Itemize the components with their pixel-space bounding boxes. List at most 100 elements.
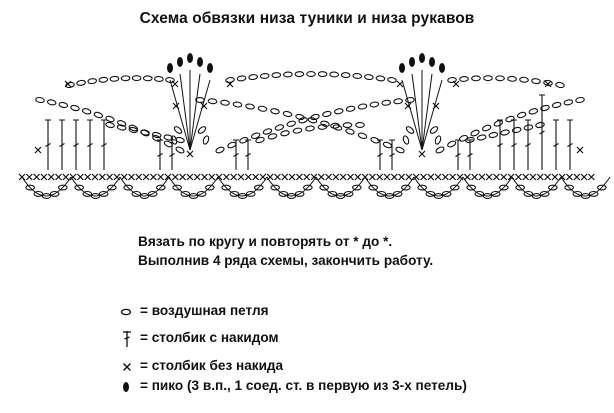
picot [409, 57, 415, 67]
single-crochet [295, 173, 303, 181]
chain-stitch [387, 76, 397, 84]
chain-stitch [25, 184, 36, 191]
chain-stitch [441, 190, 452, 197]
chain-stitch [471, 75, 481, 82]
chain-stitch [515, 184, 526, 191]
chain-stitch [173, 126, 183, 134]
chain-stitch [459, 76, 469, 82]
single-crochet [493, 173, 500, 181]
single-crochet [368, 173, 376, 181]
chain-stitch [295, 113, 305, 121]
chain-stitch [163, 134, 174, 141]
picot [429, 57, 435, 67]
chain-stitch [123, 184, 134, 191]
chain-stitch [82, 190, 93, 197]
chain-stitch [500, 129, 510, 136]
picot [187, 53, 193, 63]
chain-stitch [498, 184, 509, 191]
double-crochet-icon [123, 331, 131, 347]
chain-stitch [528, 108, 539, 115]
chain-arc [21, 176, 72, 197]
chain-stitch [196, 190, 207, 197]
single-crochet [580, 173, 588, 181]
single-crochet [376, 173, 384, 181]
single-crochet-icon [123, 363, 131, 371]
chain-stitch [340, 72, 351, 79]
chain-arc [462, 176, 513, 197]
double-crochet [539, 94, 545, 170]
chain-stitch [540, 104, 550, 112]
chain-stitch [109, 75, 120, 82]
chain-stitch [90, 193, 101, 199]
single-crochet [514, 173, 522, 181]
chain-stitch [434, 135, 442, 145]
chain-arc [119, 176, 170, 197]
single-crochet [587, 173, 595, 181]
double-crochet [525, 119, 531, 170]
chain-stitch [490, 190, 501, 197]
chain-stitch [405, 126, 415, 134]
chain-stitch [76, 79, 86, 86]
chain-stitch [33, 190, 44, 197]
chain-stitch [140, 129, 150, 136]
chain-stitch [375, 75, 386, 82]
chain-stitch [310, 113, 320, 121]
single-crochet [347, 173, 354, 181]
single-crochet [288, 173, 296, 181]
single-crochet [244, 173, 252, 181]
fan-stitch [401, 79, 423, 151]
chain-stitch [493, 120, 503, 127]
page-title: Схема обвязки низа туники и низа рукавов [139, 10, 475, 27]
chain-stitch [74, 184, 85, 191]
chain-stitch [319, 184, 330, 191]
single-crochet [303, 173, 311, 181]
single-crochet [390, 173, 398, 181]
chain-arc [217, 176, 268, 197]
single-crochet [186, 173, 194, 181]
double-crochet [157, 139, 163, 170]
chain-stitch [507, 75, 517, 82]
chain-stitch [381, 99, 392, 106]
single-crochet [62, 173, 70, 181]
chain-stitch [357, 103, 368, 110]
fan-stitch [421, 79, 443, 151]
single-crochet [157, 173, 165, 181]
chain-stitch [302, 184, 313, 191]
fan-stitch [189, 73, 201, 151]
chain-arc [560, 176, 611, 197]
single-crochet [354, 173, 362, 181]
chain-stitch [202, 135, 210, 145]
single-crochet [55, 173, 62, 181]
single-crochet [34, 146, 42, 154]
chain-stitch [278, 190, 289, 197]
single-crochet [230, 173, 238, 181]
chain-stitch [458, 134, 468, 142]
chain-stitch [580, 193, 591, 199]
single-crochet [404, 102, 412, 110]
chain-stitch [543, 79, 553, 86]
single-crochet [405, 173, 413, 181]
chain-stitch [447, 77, 457, 83]
chain-stitch [81, 108, 92, 115]
chain-stitch [511, 126, 522, 134]
chain-stitch [180, 190, 191, 197]
double-crochet [101, 119, 107, 170]
chain-stitch [250, 132, 261, 139]
fan-stitch [179, 73, 191, 151]
chain-stitch [262, 128, 273, 135]
single-crochet [64, 80, 72, 88]
chain-stitch [505, 115, 515, 123]
chain-stitch [539, 190, 550, 197]
chain-stitch [131, 75, 142, 82]
chain-stitch [237, 193, 248, 199]
single-crochet [427, 173, 435, 181]
single-crochet [485, 173, 493, 181]
chain-stitch [470, 129, 480, 137]
single-crochet [463, 173, 471, 181]
instruction-line-2: Выполнив 4 ряда схемы, закончить работу. [138, 253, 434, 268]
picot [167, 63, 173, 73]
chain-stitch [93, 111, 104, 119]
chain-stitch [220, 99, 230, 106]
chain-stitch [483, 75, 493, 82]
